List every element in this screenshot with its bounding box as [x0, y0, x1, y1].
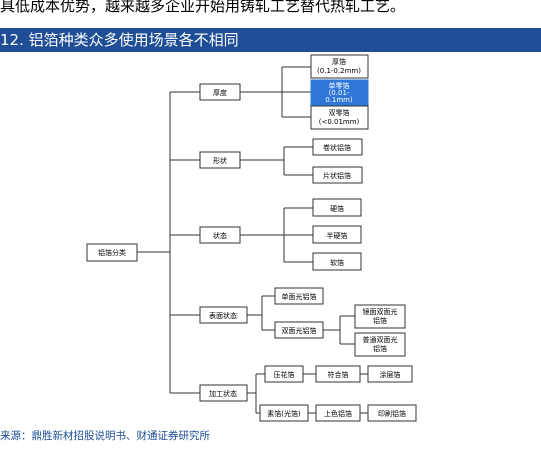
svg-text:卷状铝箔: 卷状铝箔: [323, 143, 351, 152]
intro-text: 具低成本优势，越来越多企业开始用铸轧工艺替代热轧工艺。: [0, 0, 406, 15]
node-composite-foil: 符合箔: [315, 365, 361, 383]
svg-text:印刷铝箔: 印刷铝箔: [378, 409, 406, 418]
node-roll-foil: 卷状铝箔: [312, 138, 363, 156]
source-note: 来源：鼎胜新材招股说明书、财通证券研究所: [0, 430, 210, 442]
node-sheet-foil: 片状铝箔: [312, 166, 363, 184]
node-printed-foil: 印刷铝箔: [367, 404, 417, 422]
node-semi-hard-foil: 半硬箔: [312, 225, 362, 244]
svg-text:半硬箔: 半硬箔: [327, 231, 348, 240]
svg-text:(0.01-: (0.01-: [329, 89, 350, 97]
svg-text:符合箔: 符合箔: [328, 370, 349, 379]
svg-text:单面光铝箔: 单面光铝箔: [282, 292, 317, 301]
svg-text:双面光铝箔: 双面光铝箔: [282, 326, 317, 335]
node-thick-foil: 厚箔 (0.1-0.2mm): [310, 54, 369, 79]
svg-text:镜面双面光: 镜面双面光: [363, 307, 398, 316]
node-embossed-foil: 压花箔: [264, 365, 304, 383]
node-colored-foil: 上色铝箔: [315, 404, 361, 422]
node-shape: 形状: [199, 151, 241, 169]
svg-text:涂层箔: 涂层箔: [380, 370, 401, 379]
svg-text:加工状态: 加工状态: [209, 389, 237, 398]
svg-text:单零箔: 单零箔: [329, 81, 350, 90]
node-root: 铝箔分类: [86, 243, 138, 262]
figure-title: 12. 铝箔种类众多使用场景各不相同: [0, 31, 239, 49]
node-soft-foil: 软箔: [312, 252, 362, 271]
svg-text:状态: 状态: [213, 231, 227, 240]
svg-text:软箔: 软箔: [330, 258, 344, 267]
svg-text:厚箔: 厚箔: [332, 57, 346, 66]
connectors: [137, 66, 368, 414]
node-double-zero-foil: 双零箔 (<0.01mm): [310, 105, 369, 130]
figure-title-bar: 12. 铝箔种类众多使用场景各不相同: [0, 28, 541, 52]
node-surface: 表面状态: [199, 306, 248, 324]
aluminum-foil-classification-diagram: 铝箔分类 厚度 形状 状态 表面状态 加工状态 厚箔 (0.1-0.2mm) 单…: [0, 52, 541, 424]
node-mirror-double-bright: 镜面双面光 铝箔: [354, 304, 406, 329]
node-coated-foil: 涂层箔: [367, 365, 413, 383]
svg-text:铝箔: 铝箔: [373, 344, 387, 353]
node-hard-foil: 硬箔: [312, 198, 362, 217]
node-single-side-bright: 单面光铝箔: [274, 287, 324, 305]
svg-text:压花箔: 压花箔: [274, 370, 295, 379]
node-plain-foil: 素箔(光箔): [259, 404, 309, 422]
node-single-zero-foil: 单零箔 (0.01- 0.1mm): [310, 79, 369, 106]
svg-text:形状: 形状: [213, 156, 227, 165]
svg-text:普通双面光: 普通双面光: [363, 335, 398, 344]
svg-text:厚度: 厚度: [213, 88, 227, 97]
svg-text:素箔(光箔): 素箔(光箔): [267, 409, 301, 418]
svg-text:片状铝箔: 片状铝箔: [323, 171, 351, 180]
svg-text:双零箔: 双零箔: [329, 108, 350, 117]
svg-text:上色铝箔: 上色铝箔: [324, 409, 352, 418]
svg-text:(0.1-0.2mm): (0.1-0.2mm): [317, 67, 361, 75]
node-process: 加工状态: [199, 384, 248, 402]
svg-text:硬箔: 硬箔: [330, 204, 344, 213]
svg-text:0.1mm): 0.1mm): [325, 96, 353, 104]
node-state: 状态: [199, 226, 241, 244]
svg-text:表面状态: 表面状态: [209, 311, 237, 320]
node-thickness: 厚度: [199, 83, 241, 101]
svg-text:铝箔: 铝箔: [373, 316, 387, 325]
svg-text:铝箔分类: 铝箔分类: [98, 248, 126, 257]
svg-text:(<0.01mm): (<0.01mm): [319, 118, 360, 126]
node-double-side-bright: 双面光铝箔: [274, 321, 324, 339]
node-normal-double-bright: 普通双面光 铝箔: [354, 332, 406, 357]
